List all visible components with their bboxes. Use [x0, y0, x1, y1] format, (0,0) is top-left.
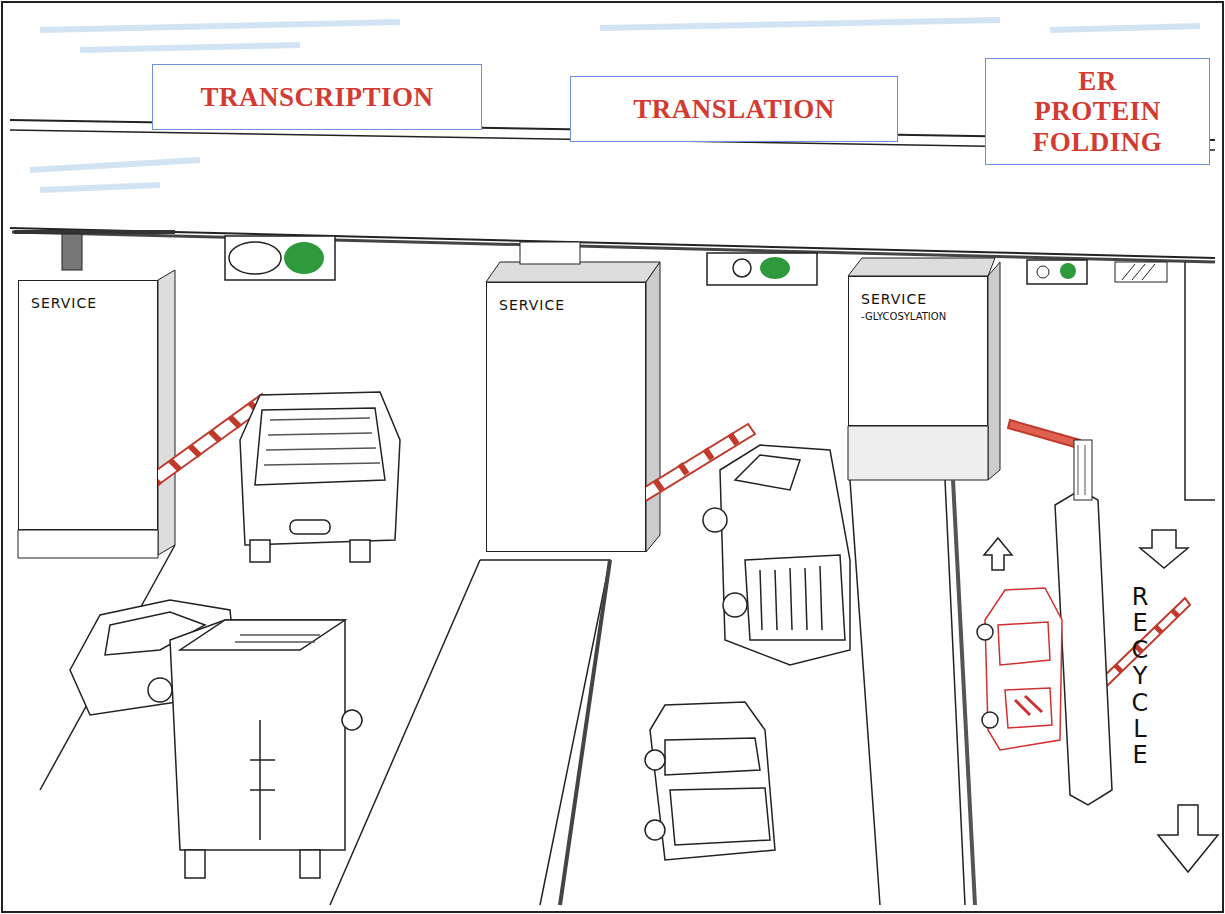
service-booth: SERVICE -GLYCOSYLATION	[848, 276, 988, 426]
service-booth: SERVICE	[486, 282, 646, 552]
booth-label: SERVICE	[861, 291, 977, 307]
booth-label: SERVICE	[31, 295, 147, 311]
stage-sign: TRANSCRIPTION	[152, 64, 482, 130]
booth-label: -GLYCOSYLATION	[861, 311, 977, 322]
stage-title: TRANSLATION	[633, 94, 835, 124]
service-booth: SERVICE	[18, 280, 158, 530]
stage-sign: TRANSLATION	[570, 76, 898, 142]
stage-sign: ER PROTEIN FOLDING	[985, 58, 1210, 165]
lane-label: RECYCLE	[1128, 584, 1152, 769]
stage-title: TRANSCRIPTION	[200, 82, 433, 112]
stage-title: ER PROTEIN FOLDING	[1013, 66, 1183, 157]
booth-label: SERVICE	[499, 297, 635, 313]
